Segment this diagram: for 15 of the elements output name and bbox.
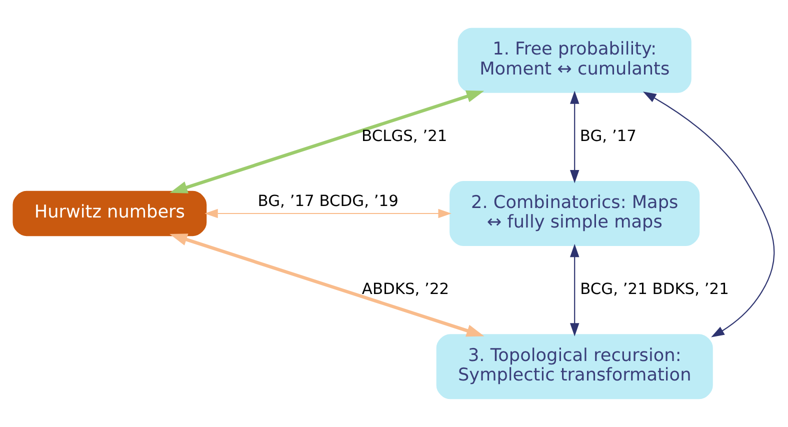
arrow xyxy=(570,90,580,184)
arrow xyxy=(170,234,484,337)
node-box: Hurwitz numbers xyxy=(12,190,207,236)
arrow xyxy=(643,92,775,338)
edge-label: ABDKS, ’22 xyxy=(362,280,450,298)
edge-label: BG, ’17 xyxy=(580,127,636,146)
arrow xyxy=(570,244,580,336)
node-box: 3. Topological recursion: Symplectic transformation xyxy=(436,334,713,400)
arrow xyxy=(204,208,452,218)
edge-label: BCG, ’21 BDKS, ’21 xyxy=(580,280,729,298)
edge-label: BG, ’17 BCDG, ’19 xyxy=(258,192,398,210)
node-box: 1. Free probability: Moment ↔ cumulants xyxy=(458,28,692,93)
arrow xyxy=(170,90,484,194)
edge-label: BCLGS, ’21 xyxy=(362,127,448,146)
node-box: 2. Combinatorics: Maps ↔ fully simple maps xyxy=(450,181,700,246)
